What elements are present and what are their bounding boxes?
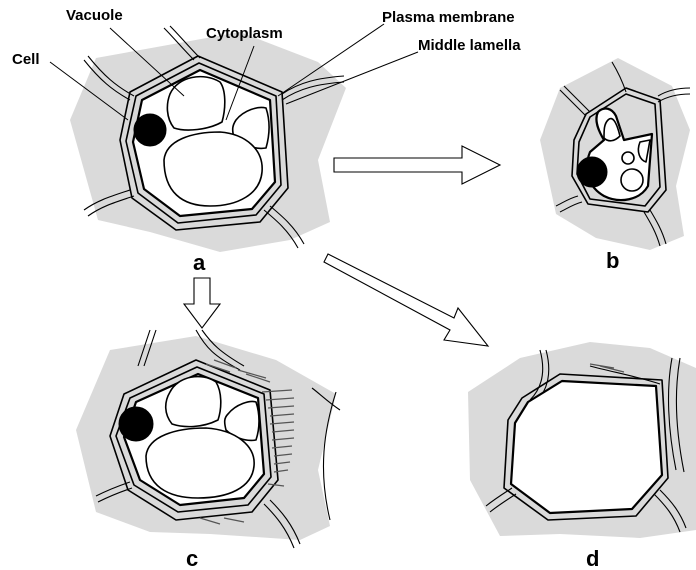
panel-d-cell: [468, 342, 696, 538]
label-plasma-membrane: Plasma membrane: [382, 9, 515, 26]
panel-a-cell: [70, 26, 346, 252]
panel-label-b: b: [606, 248, 619, 273]
panel-label-a: a: [193, 250, 206, 275]
arrow-a-to-c: [184, 278, 220, 328]
panel-d-cell-wall-inner: [511, 381, 662, 513]
panel-b-cell: [540, 58, 690, 250]
arrow-a-to-d: [324, 254, 488, 346]
panel-a-vacuole-large: [164, 132, 262, 206]
panel-c-cell: [76, 330, 340, 548]
panel-b-vacuole-small: [622, 152, 634, 164]
label-vacuole: Vacuole: [66, 7, 123, 24]
panel-b-vacuole-round: [621, 169, 643, 191]
panel-b-nucleus: [577, 157, 607, 187]
panel-c-vacuole-large: [146, 428, 254, 498]
label-middle-lamella: Middle lamella: [418, 37, 521, 54]
panel-label-d: d: [586, 546, 599, 570]
panel-a-nucleus: [134, 114, 166, 146]
panel-c-nucleus: [119, 407, 153, 441]
arrow-a-to-b: [334, 146, 500, 184]
panel-a-vacuole-small: [167, 77, 224, 130]
panel-label-c: c: [186, 546, 198, 570]
label-cytoplasm: Cytoplasm: [206, 25, 283, 42]
label-cell: Cell: [12, 51, 40, 68]
